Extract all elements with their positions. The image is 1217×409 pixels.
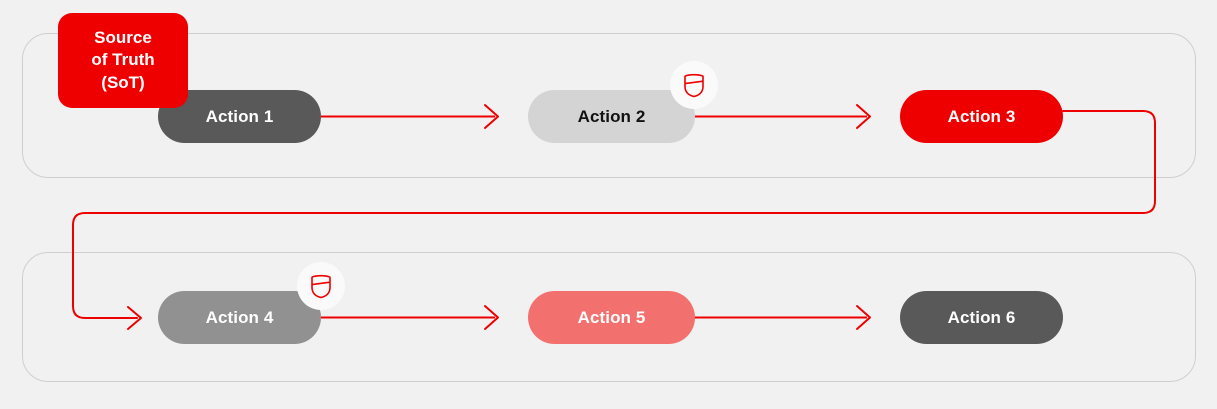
node-action-6-label: Action 6	[947, 307, 1016, 327]
node-action-2-label: Action 2	[577, 106, 646, 126]
node-action-5[interactable]: Action 5	[528, 291, 695, 344]
sot-line-2: of Truth	[91, 50, 155, 70]
shield-badge-action-2	[670, 61, 718, 109]
shield-icon	[684, 73, 704, 98]
node-action-1-label: Action 1	[205, 106, 274, 126]
node-action-3-label: Action 3	[947, 106, 1016, 126]
sot-line-1: Source	[94, 27, 152, 47]
node-action-2[interactable]: Action 2	[528, 90, 695, 143]
node-action-6[interactable]: Action 6	[900, 291, 1063, 344]
shield-badge-action-4	[297, 262, 345, 310]
shield-icon	[311, 274, 331, 299]
node-action-5-label: Action 5	[577, 307, 646, 327]
node-action-4[interactable]: Action 4	[158, 291, 321, 344]
node-action-3[interactable]: Action 3	[900, 90, 1063, 143]
node-action-4-label: Action 4	[205, 307, 274, 327]
source-of-truth-badge[interactable]: Source of Truth (SoT)	[58, 13, 188, 108]
sot-line-3: (SoT)	[101, 72, 145, 92]
